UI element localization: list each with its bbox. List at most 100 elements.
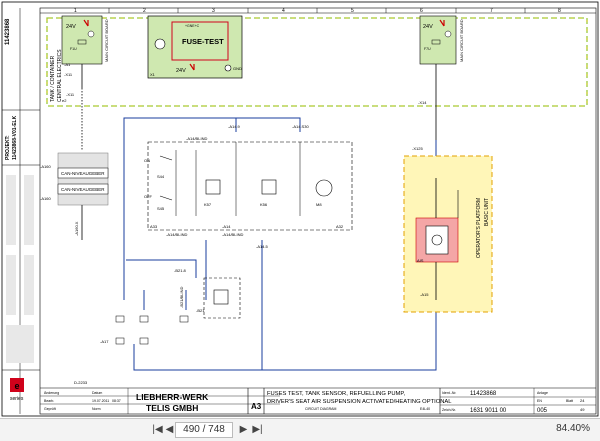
k57-label: K57 [204,202,212,207]
a33-label: A33 [150,224,158,229]
col-8: 8 [558,8,561,14]
x11-label: -X11 [66,92,75,97]
company-name-1: LIEBHERR-WERK [136,392,209,402]
basic-unit-label: BASIC UNIT [484,198,490,226]
gnd-label: GND [233,66,242,71]
notice-text-block-3 [6,255,16,315]
circuit-diagram-sheet: 1 2 3 4 5 6 7 8 11423868 PROJEKT: 114238… [0,0,600,418]
zoom-level[interactable]: 84.40% [556,423,590,434]
paper-format: A3 [251,402,262,411]
b21-label: -B21 [196,308,205,313]
col-3: 3 [212,8,215,14]
a160-2: -A160 [40,196,51,201]
a14-blind-top: -A14/BLIND [186,136,207,141]
project-label: PROJEKT: [5,135,11,160]
notice-text-block [6,175,16,245]
title-line-2: DRIVER'S SEAT AIR SUSPENSION ACTIVATED/H… [267,399,452,405]
blatt-label: Blatt [566,399,573,403]
m8-label: M8 [316,202,322,207]
k56-coil-icon [261,179,277,195]
date-label: Datum [92,391,102,395]
drawing-frame [39,7,597,415]
motor-m8-icon [315,179,333,197]
first-page-icon[interactable]: |◀ [152,424,163,435]
right-main-circuit-board: 24V F7U MAIN CIRCUIT BOARD [419,15,464,65]
fuse-test-x1: X1 [150,72,156,77]
von-value: 49 [580,407,585,412]
last-page-icon[interactable]: ▶| [252,424,263,435]
bearb-label: Bearb. [44,399,54,403]
col-5: 5 [351,8,354,14]
date-value: 19.07.2011 [92,399,109,403]
left-station: -A1 [64,62,71,67]
left-main-circuit-board: 24V F1U MAIN CIRCUIT BOARD [61,15,109,65]
aenderung-label: Änderung [44,391,59,395]
can-sensor-1: CAN-NIVEAUGEBER [61,171,105,176]
series-logo-icon [10,378,24,392]
ident-value: 11423868 [470,391,497,397]
central-electrics-label: CENTRAL ELECTRICS [57,49,63,102]
b21-blind-label: -B21/BLIND [179,287,184,308]
col-6: 6 [420,8,423,14]
col-4: 4 [282,8,285,14]
left-x11-top: -X11 [64,72,73,77]
platform-label: OPERATOR'S PLATFORM [476,198,482,258]
blue-wire-network [123,117,437,371]
col-2: 2 [143,8,146,14]
gepr-label: Geprüft [44,407,56,411]
anlage-label: Anlage [537,391,548,395]
notice-text-block-5 [6,325,34,363]
center-24v-arrow-icon [189,63,195,71]
fuse-test-board: FUSE-TEST +GNE+C 24V GND X1 [147,15,243,79]
norm-label: Norm [92,407,101,411]
e2-label: e2 [62,98,67,103]
title-block: Änderung Bearb. Geprüft Datum 19.07.2011… [40,387,596,414]
next-page-icon[interactable]: ▶ [239,424,248,435]
document-number: 11423868-V01-ELK [12,115,18,160]
zeich-value: 1631 9011 00 [470,408,507,414]
right-test-point-icon [444,30,452,38]
a32-label: A32 [336,224,344,229]
title-line-3: CIRCUIT DIAGRAM [305,407,337,411]
column-ruler: 1 2 3 4 5 6 7 8 [40,8,596,14]
fuse-test-title: FUSE-TEST [182,37,224,46]
center-24v: 24V [176,68,186,74]
can-sensor-2: CAN-NIVEAUGEBER [61,187,105,192]
a14-9-label: -A14.9 [228,124,241,129]
off-label: OFF [144,194,153,199]
tank-container-boundary [46,17,588,107]
sheet-border [1,1,599,417]
b21-8-label: -B21.8 [174,268,187,273]
a14-blind-2: -A14/BLIND [166,232,187,237]
s44-label: S44 [157,174,165,179]
operator-platform: AIS OPERATOR'S PLATFORM BASIC UNIT -X125… [403,146,493,313]
col-1: 1 [74,8,77,14]
left-test-point-icon [87,30,95,38]
b21-sensor: -B21 -B21.8 -B21/BLIND [174,268,241,319]
a14-label: -A14 [222,224,231,229]
k56-label: K56 [260,202,268,207]
prev-page-icon[interactable]: ◀ [165,424,174,435]
gnd-icon [224,64,232,72]
figure-id: D-2233 [74,380,88,385]
on-label: ON [144,158,150,163]
zeich-label: Zeich.Nr. [442,408,456,412]
bottom-connectors: -A17 D-2233 [74,315,189,385]
k57-coil-icon [205,179,221,195]
ais-seat-icon [425,225,449,255]
notice-text-block-2 [24,175,34,245]
lang-code: E4L40 [420,407,430,411]
a14-blind-3: -A14/BLIND [222,232,243,237]
left-number: 11423868 [5,18,11,45]
x14-label: -X14 [418,100,427,105]
left-strip: 11423868 PROJEKT: 11423868-V01-ELK e ser… [2,8,40,414]
a160-1: -A160 [40,164,51,169]
left-24v-arrow-icon [83,19,89,27]
can-level-sensors: CAN-NIVEAUGEBER CAN-NIVEAUGEBER -A160 -A… [40,152,109,206]
a14-5-label: -A14.5 [256,244,269,249]
company-name-2: TELIS GMBH [146,403,198,413]
tank-label: TANK / CONTAINER [50,55,56,102]
page-number-input[interactable]: 490 / 748 [175,422,233,438]
left-24v: 24V [66,24,76,30]
fuse-test-top-label: +GNE+C [185,24,200,28]
